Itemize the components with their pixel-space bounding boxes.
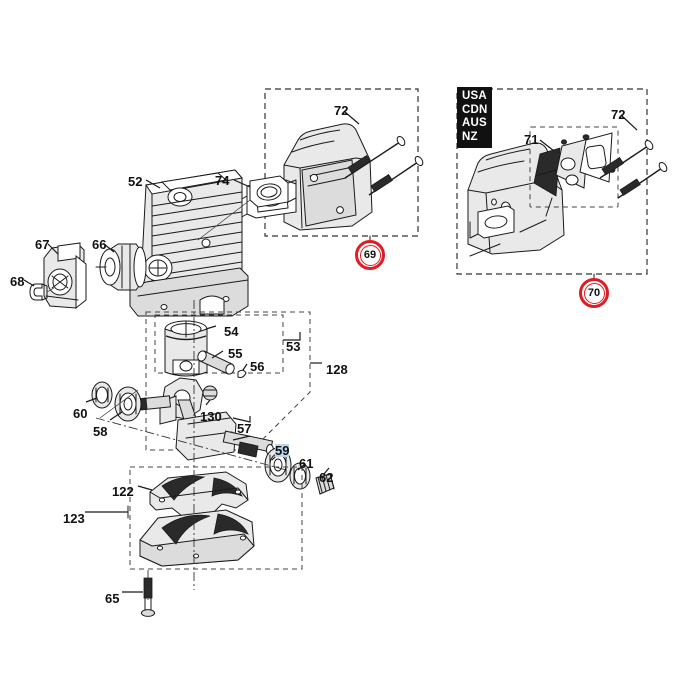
part-label-66: 66 — [92, 237, 107, 252]
clamp-spring — [23, 279, 55, 301]
callout-69-number: 69 — [363, 249, 377, 261]
intake-bracket — [43, 242, 87, 310]
centerline-crank — [95, 417, 287, 471]
part-label-74: 74 — [215, 173, 230, 188]
cylinder-assembly — [129, 169, 249, 317]
part-label-130: 130 — [200, 409, 222, 424]
market-region-label: USA CDN AUS NZ — [457, 87, 492, 148]
region-line-usa: USA — [462, 90, 487, 102]
region-line-aus: AUS — [462, 117, 487, 129]
part-label-68: 68 — [10, 274, 25, 289]
callout-70-inner-ring — [583, 282, 605, 304]
part-label-57: 57 — [237, 421, 252, 436]
spark-arrestor-stack — [469, 126, 619, 257]
part-label-60: 60 — [73, 406, 88, 421]
intake-boot — [95, 243, 147, 291]
part-label-55: 55 — [228, 346, 243, 361]
part-label-122: 122 — [112, 484, 134, 499]
part-label-52: 52 — [128, 174, 143, 189]
part-label-61: 61 — [299, 456, 314, 471]
part-label-53: 53 — [286, 339, 301, 354]
crankcase-bolt — [122, 577, 155, 617]
part-label-62: 62 — [319, 470, 334, 485]
callout-69-inner-ring — [359, 244, 381, 266]
part-label-67: 67 — [35, 237, 50, 252]
intake-gasket — [197, 175, 297, 241]
spring-washer — [315, 467, 335, 495]
panel-muffler-usa — [456, 88, 668, 279]
region-line-cdn: CDN — [462, 103, 488, 116]
callout-70-number: 70 — [587, 287, 601, 299]
part-label-59: 59 — [275, 443, 290, 458]
panel-muffler-standard — [239, 88, 424, 241]
callout-70[interactable]: 70 — [579, 278, 609, 308]
panel-short-block — [145, 311, 322, 451]
part-label-72-right: 72 — [611, 107, 626, 122]
crankshaft-assembly — [127, 377, 274, 461]
part-label-58: 58 — [93, 424, 108, 439]
part-label-56: 56 — [250, 359, 265, 374]
region-line-nz: NZ — [462, 130, 478, 143]
crankcase-group — [85, 466, 303, 570]
part-label-128: 128 — [326, 362, 348, 377]
callout-69[interactable]: 69 — [355, 240, 385, 270]
bearings-left — [85, 381, 142, 422]
muffler-screws-usa — [599, 115, 668, 199]
part-label-71: 71 — [524, 132, 539, 147]
piston-group — [164, 320, 248, 378]
part-label-54: 54 — [224, 324, 239, 339]
part-label-65: 65 — [105, 591, 120, 606]
muffler-body-standard — [239, 123, 373, 231]
part-label-72-left: 72 — [334, 103, 349, 118]
muffler-screws-standard — [344, 111, 424, 196]
part-label-123: 123 — [63, 511, 85, 526]
